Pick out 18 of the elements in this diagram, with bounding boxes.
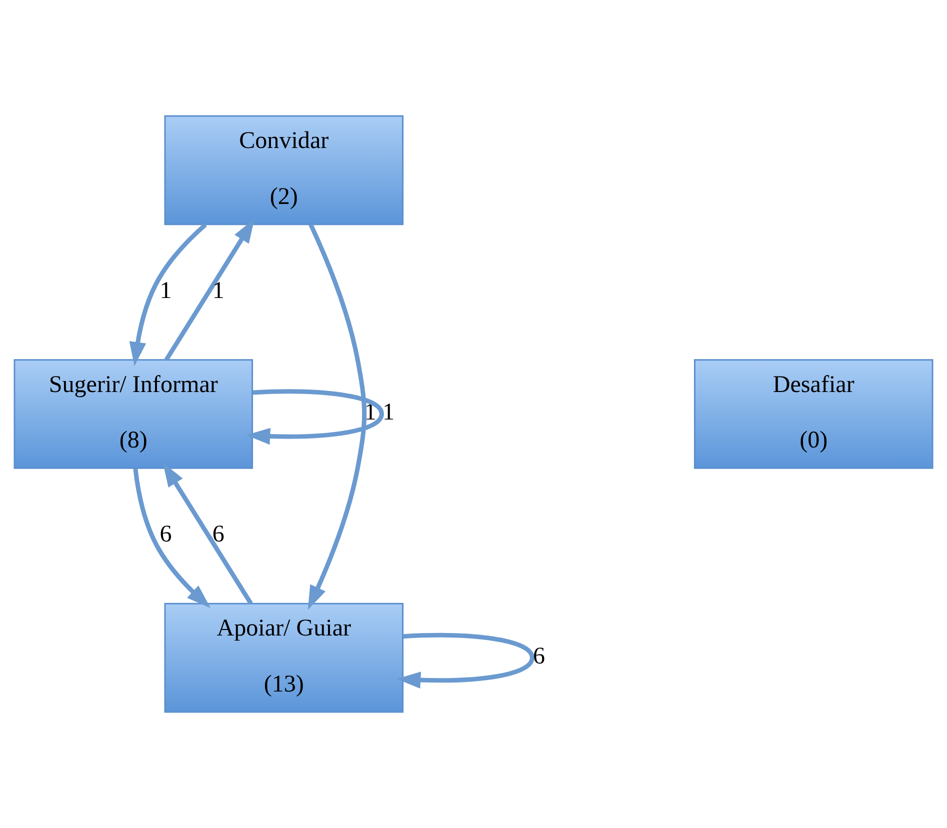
arrow	[308, 224, 367, 610]
node-box: Convidar (2)	[164, 115, 404, 226]
arrow	[396, 632, 534, 689]
arrow	[129, 222, 207, 366]
edge-label: 6	[212, 522, 224, 548]
node-box: Desafiar (0)	[694, 359, 934, 469]
edge-label: 1	[364, 400, 376, 426]
edge-label: 6	[160, 522, 172, 548]
arrow	[246, 389, 384, 445]
arrow	[133, 468, 211, 608]
edge-label: 1	[212, 278, 224, 304]
edge-label: 1	[160, 278, 172, 304]
arrow	[164, 218, 254, 361]
edge-label: 6	[532, 644, 545, 670]
node-box: Apoiar/ Guiar (13)	[164, 602, 404, 713]
node-box: Sugerir/ Informar (8)	[14, 359, 254, 469]
edge-label: 1	[382, 400, 394, 426]
arrow	[162, 462, 253, 605]
